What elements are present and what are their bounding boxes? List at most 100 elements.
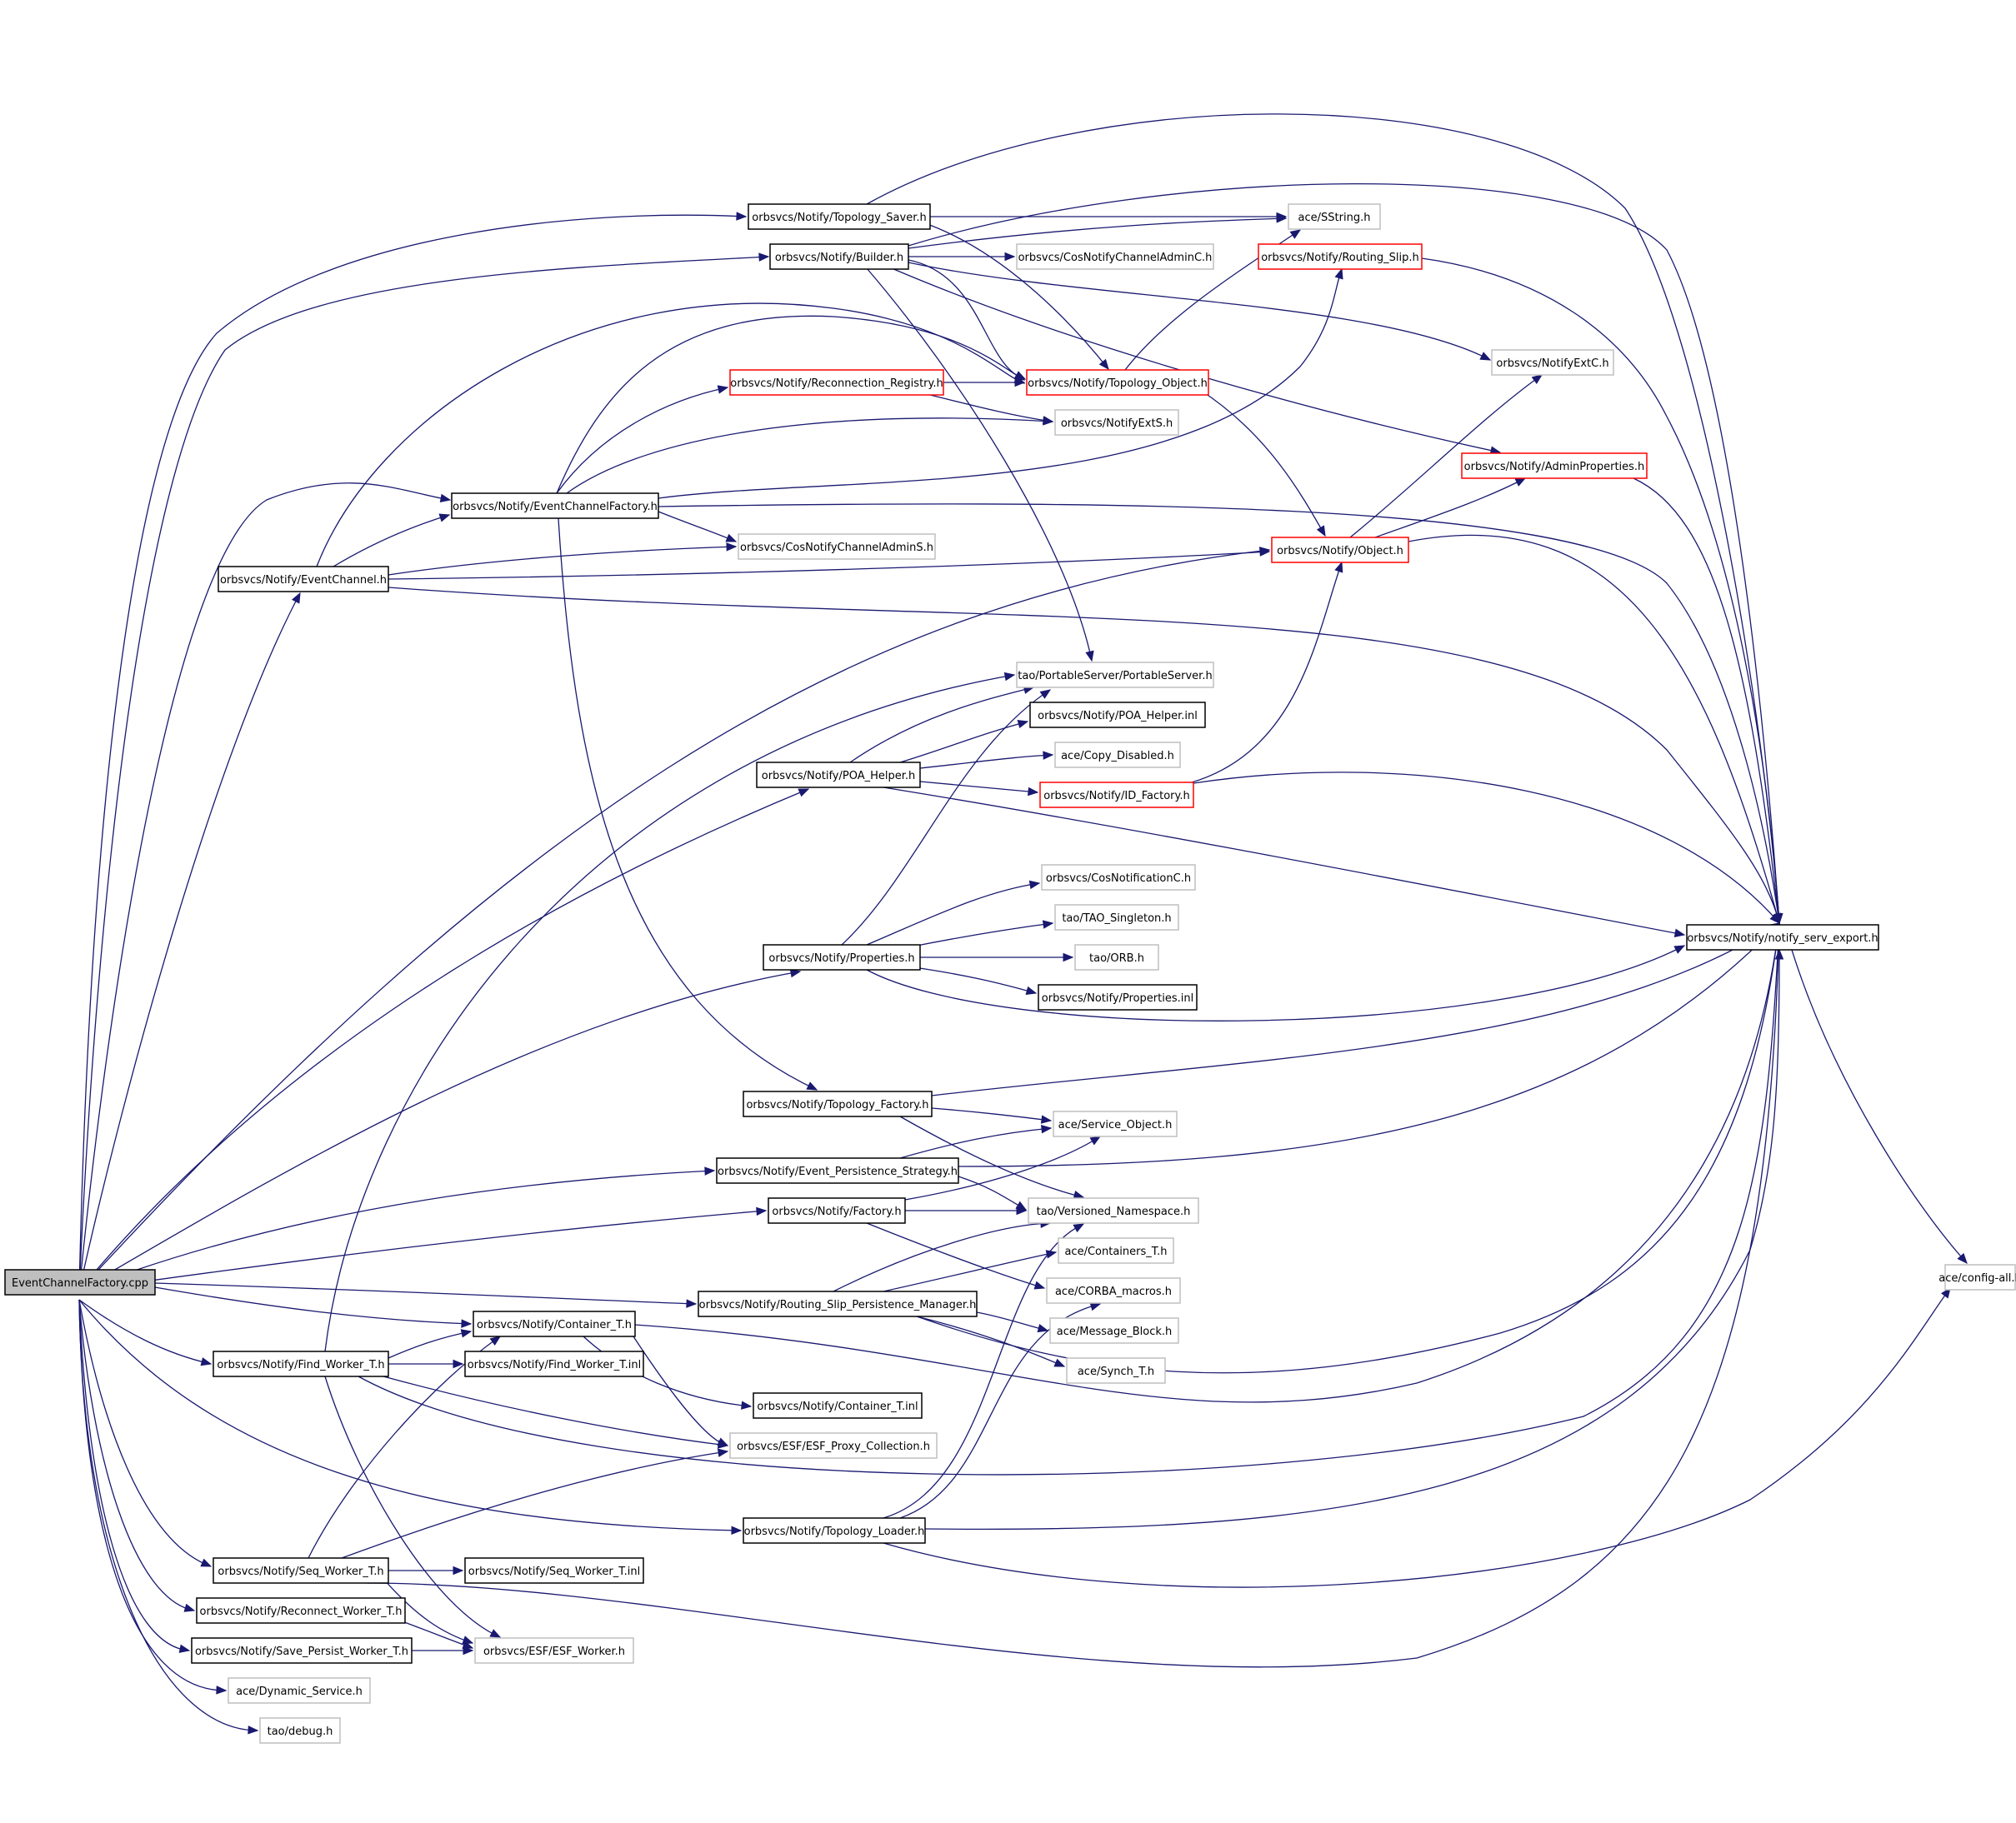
edge-line [866, 882, 1040, 946]
edge-line [866, 1222, 1045, 1289]
edge-save_persist-to-esf_worker [412, 1646, 474, 1656]
edge-line [866, 267, 1093, 662]
edge-arrowhead [1039, 689, 1052, 699]
edge-ecf_h-to-topo_factory [558, 517, 818, 1091]
edge-reconn_reg-to-topo_object [943, 377, 1026, 387]
edge-line [558, 517, 818, 1091]
edge-arrowhead [1025, 986, 1038, 995]
edge-line [958, 922, 1780, 1167]
edge-arrowhead [489, 1629, 502, 1638]
node-properties-inl[interactable]: orbsvcs/Notify/Properties.inl [1038, 984, 1198, 1011]
edge-line [78, 214, 747, 1291]
node-ec-h[interactable]: orbsvcs/Notify/EventChannel.h [218, 566, 389, 592]
edge-arrowhead [1334, 561, 1343, 573]
node-box [768, 1197, 906, 1224]
edge-line [908, 966, 1037, 994]
node-box [259, 1717, 341, 1744]
edge-arrowhead [1085, 650, 1094, 662]
node-label: orbsvcs/Notify/Properties.h [768, 952, 914, 965]
node-container-t-inl[interactable]: orbsvcs/Notify/Container_T.inl [753, 1392, 923, 1419]
edge-arrowhead [798, 788, 810, 797]
node-box [4, 1269, 156, 1296]
edge-object_h-to-admin_props [1374, 477, 1527, 538]
edge-line [916, 1316, 1065, 1367]
edge-root-to-topo_loader [78, 1299, 743, 1536]
node-topo-factory[interactable]: orbsvcs/Notify/Topology_Factory.h [743, 1091, 933, 1117]
edge-line [583, 1336, 752, 1407]
node-builder[interactable]: orbsvcs/Notify/Builder.h [769, 243, 909, 270]
node-label: orbsvcs/CosNotifyChannelAdminS.h [740, 542, 933, 554]
edge-builder-to-portableserver [866, 267, 1094, 662]
node-topo-object[interactable]: orbsvcs/Notify/Topology_Object.h [1026, 369, 1209, 396]
edge-line [154, 1282, 697, 1305]
edge-arrowhead [1289, 229, 1302, 239]
node-label: orbsvcs/Notify/Topology_Saver.h [752, 212, 926, 224]
node-poa-helper-inl[interactable]: orbsvcs/Notify/POA_Helper.inl [1029, 702, 1206, 728]
node-reconnect-worker[interactable]: orbsvcs/Notify/Reconnect_Worker_T.h [196, 1597, 406, 1624]
edge-arrowhead [463, 1646, 474, 1656]
node-container-t[interactable]: orbsvcs/Notify/Container_T.h [473, 1311, 636, 1337]
node-sstring: ace/SString.h [1288, 203, 1381, 230]
edge-ec_h-to-topo_object [316, 302, 1026, 567]
node-id-factory[interactable]: orbsvcs/Notify/ID_Factory.h [1039, 782, 1194, 808]
node-find-worker-inl[interactable]: orbsvcs/Notify/Find_Worker_T.inl [464, 1351, 644, 1377]
node-rs-persist-mgr[interactable]: orbsvcs/Notify/Routing_Slip_Persistence_… [698, 1291, 978, 1317]
node-factory-h[interactable]: orbsvcs/Notify/Factory.h [768, 1197, 906, 1224]
node-box [1058, 1237, 1174, 1264]
node-poa-helper[interactable]: orbsvcs/Notify/POA_Helper.h [756, 762, 921, 788]
node-box [1039, 782, 1194, 808]
node-box [698, 1291, 978, 1317]
node-box [474, 1637, 634, 1664]
edge-root-to-ecf_h [78, 482, 452, 1291]
edge-container_t-to-container_t_inl [583, 1336, 753, 1410]
node-notify-export[interactable]: orbsvcs/Notify/notify_serv_export.h [1686, 924, 1879, 951]
edge-topo_loader-to-config_all [883, 1286, 1951, 1588]
edge-arrowhead [1063, 952, 1074, 962]
node-esf-proxy-coll: orbsvcs/ESF/ESF_Proxy_Collection.h [729, 1432, 938, 1459]
edge-arrowhead [1053, 1358, 1066, 1367]
edge-line [904, 1136, 1101, 1201]
edge-line [883, 1287, 1951, 1588]
node-label: tao/Versioned_Namespace.h [1037, 1206, 1191, 1218]
edge-line [866, 113, 1780, 924]
edge-line [899, 1116, 1084, 1198]
node-seq-worker[interactable]: orbsvcs/Notify/Seq_Worker_T.h [213, 1557, 389, 1584]
edge-id_factory-to-notify_export [1193, 772, 1780, 924]
edge-arrowhead [1028, 787, 1039, 797]
node-root[interactable]: EventChannelFactory.cpp [4, 1269, 156, 1296]
edge-object_h-to-notifyextc [1349, 374, 1543, 538]
edge-arrowhead [704, 1166, 716, 1176]
node-save-persist[interactable]: orbsvcs/Notify/Save_Persist_Worker_T.h [191, 1637, 413, 1664]
node-find-worker[interactable]: orbsvcs/Notify/Find_Worker_T.h [213, 1351, 389, 1377]
node-object-h[interactable]: orbsvcs/Notify/Object.h [1271, 537, 1409, 563]
node-copy-disabled: ace/Copy_Disabled.h [1054, 742, 1181, 768]
edge-arrowhead [686, 1299, 698, 1308]
node-topo-loader[interactable]: orbsvcs/Notify/Topology_Loader.h [743, 1517, 926, 1544]
node-routing-slip[interactable]: orbsvcs/Notify/Routing_Slip.h [1258, 243, 1423, 270]
node-admin-props[interactable]: orbsvcs/Notify/AdminProperties.h [1461, 452, 1648, 479]
edge-container_t-to-esf_proxy_coll [633, 1336, 729, 1446]
node-label: orbsvcs/Notify/ID_Factory.h [1043, 790, 1189, 802]
node-reconn-reg[interactable]: orbsvcs/Notify/Reconnection_Registry.h [729, 369, 944, 396]
edge-arrowhead [725, 533, 738, 542]
edge-line [78, 788, 809, 1291]
edge-arrowhead [178, 1644, 191, 1653]
edge-properties-to-notify_export [866, 945, 1686, 1021]
node-event-persist[interactable]: orbsvcs/Notify/Event_Persistence_Strateg… [716, 1157, 959, 1184]
edge-line [924, 222, 1109, 370]
edge-arrowhead [1041, 1125, 1053, 1134]
edge-line [908, 182, 1780, 924]
edge-arrowhead [726, 542, 738, 552]
node-properties[interactable]: orbsvcs/Notify/Properties.h [763, 944, 921, 971]
edge-object_h-to-notify_export [1408, 534, 1781, 925]
edge-line [154, 1286, 472, 1325]
edge-line [1421, 257, 1780, 924]
node-box [1053, 1111, 1178, 1137]
node-topo-saver[interactable]: orbsvcs/Notify/Topology_Saver.h [748, 203, 931, 230]
edge-ec_h-to-object_h [388, 547, 1271, 580]
edge-builder-to-notifyextc [908, 262, 1492, 361]
node-ecf-h[interactable]: orbsvcs/Notify/EventChannelFactory.h [451, 492, 659, 519]
edge-seq_worker-to-seq_worker_inl [388, 1566, 464, 1576]
node-seq-worker-inl[interactable]: orbsvcs/Notify/Seq_Worker_T.inl [464, 1557, 644, 1584]
edge-line [658, 503, 1780, 924]
